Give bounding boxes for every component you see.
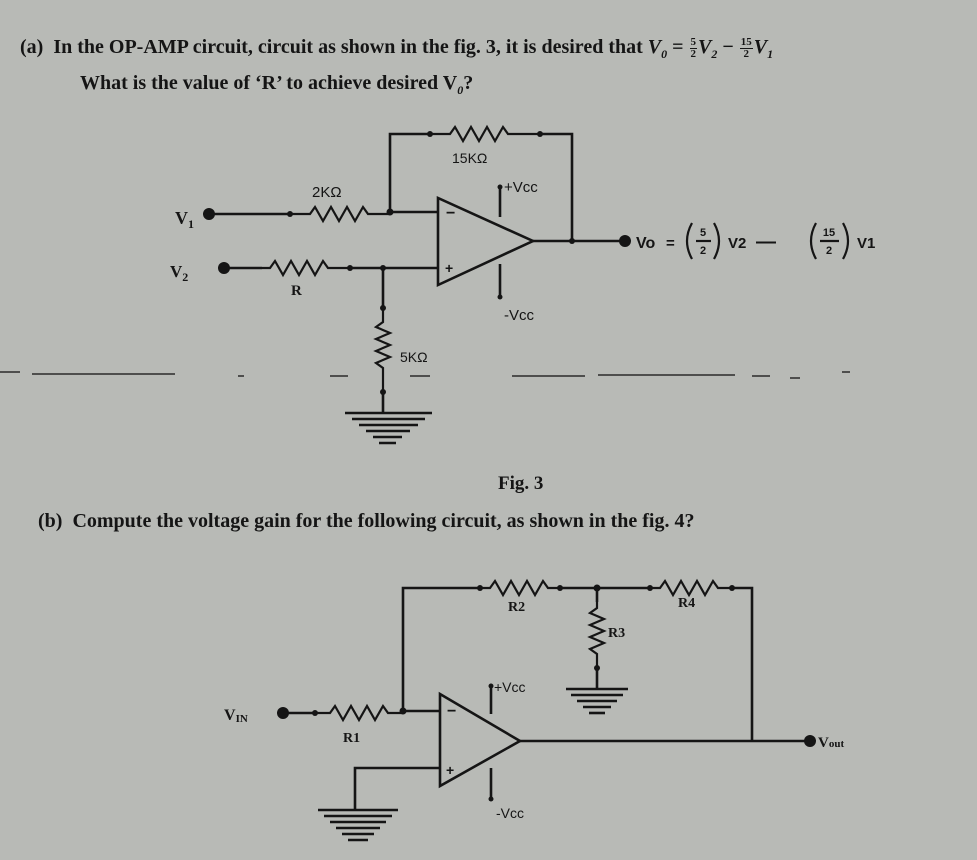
svg-text:—: — bbox=[756, 231, 776, 253]
fig3-resistor-15k bbox=[430, 124, 540, 144]
question-a-line2: What is the value of ‘R’ to achieve desi… bbox=[80, 72, 474, 97]
fig3-opamp bbox=[436, 195, 537, 288]
eq-v0: V bbox=[647, 36, 662, 58]
svg-text:5: 5 bbox=[700, 227, 706, 239]
fig4-vout-label: V bbox=[818, 735, 829, 751]
fig4-label-r1: R1 bbox=[343, 731, 360, 746]
fig3-label-2k: 2KΩ bbox=[312, 184, 342, 201]
fig3-feedback-left bbox=[388, 132, 430, 212]
svg-text:Vout: Vout bbox=[818, 735, 844, 751]
eq-v2: V bbox=[698, 36, 712, 58]
fig4-plus-sign: + bbox=[446, 762, 454, 778]
fig3-plus-sign: + bbox=[445, 260, 453, 276]
fig3-label-vcc-pos: +Vcc bbox=[504, 179, 538, 196]
fig3-minus-sign: − bbox=[446, 205, 455, 222]
fig4-ground-icon-plus bbox=[318, 808, 398, 842]
fig4-opamp bbox=[438, 691, 523, 789]
fig3-caption: Fig. 3 bbox=[498, 473, 543, 494]
fig3-label-vcc-neg: -Vcc bbox=[504, 307, 535, 324]
svg-text:V1: V1 bbox=[857, 235, 875, 252]
fig3-output-terminal bbox=[619, 235, 631, 247]
fig4-vin-label: V bbox=[224, 707, 236, 724]
fig3-output-equation: Vo = 5 2 V2 — 15 2 V1 bbox=[636, 222, 875, 260]
question-a-text: In the OP-AMP circuit, circuit as shown … bbox=[53, 36, 643, 58]
fig3-feedback-right bbox=[540, 132, 574, 241]
question-b-text: Compute the voltage gain for the followi… bbox=[72, 510, 695, 532]
question-a-label: (a) bbox=[20, 36, 44, 58]
svg-text:15: 15 bbox=[823, 227, 835, 239]
svg-text:V1: V1 bbox=[175, 208, 194, 231]
fig4-output-terminal bbox=[804, 735, 816, 747]
fig3-ground-icon bbox=[345, 411, 432, 445]
eq-v0-sub: 0 bbox=[661, 47, 668, 61]
fig4-resistor-r1 bbox=[315, 703, 403, 723]
svg-text:2: 2 bbox=[700, 245, 706, 257]
eq-v1: V bbox=[753, 36, 768, 58]
fig4-label-r2: R2 bbox=[508, 600, 525, 615]
question-a-line2-text: What is the value of ‘R’ to achieve desi… bbox=[80, 72, 458, 94]
fig3-circuit: − + V1 V2 2KΩ R 15KΩ 5KΩ +Vcc -Vcc Vo = … bbox=[0, 124, 875, 494]
fig3-resistor-2k bbox=[290, 204, 390, 224]
fig4-ground-icon-r3 bbox=[566, 687, 628, 715]
fig3-label-15k: 15KΩ bbox=[452, 150, 487, 166]
fig4-resistor-r4 bbox=[650, 578, 732, 598]
question-a-line1: (a) In the OP-AMP circuit, circuit as sh… bbox=[20, 35, 774, 61]
svg-text:VIN: VIN bbox=[224, 707, 248, 725]
svg-text:2: 2 bbox=[826, 245, 832, 257]
eq-minus: − bbox=[722, 36, 734, 58]
fig4-label-r3: R3 bbox=[608, 626, 625, 641]
fig4-circuit: − + VIN R1 R2 R3 R4 +Vcc -Vcc Vout bbox=[224, 578, 844, 842]
fig3-label-r: R bbox=[291, 283, 302, 299]
fig4-label-r4: R4 bbox=[678, 596, 695, 611]
fig4-minus-sign: − bbox=[447, 703, 456, 720]
svg-text:=: = bbox=[666, 235, 675, 252]
question-b: (b) Compute the voltage gain for the fol… bbox=[38, 510, 694, 533]
fig3-label-5k: 5KΩ bbox=[400, 349, 428, 365]
fig4-resistor-r3 bbox=[587, 602, 607, 668]
fig3-v1-label: V bbox=[175, 208, 188, 228]
fig3-v2-label: V bbox=[170, 262, 183, 281]
fig3-vo-label: Vo bbox=[636, 235, 655, 252]
fig4-resistor-r2 bbox=[480, 578, 560, 598]
fig4-label-vcc-pos: +Vcc bbox=[494, 679, 526, 695]
svg-text:V2: V2 bbox=[728, 235, 746, 252]
eq-equals: = bbox=[672, 36, 684, 58]
fig4-label-vcc-neg: -Vcc bbox=[496, 805, 524, 821]
svg-text:V2: V2 bbox=[170, 262, 188, 284]
fig3-resistor-5k bbox=[373, 308, 393, 392]
question-b-label: (b) bbox=[38, 510, 63, 532]
separator-line bbox=[0, 371, 850, 379]
fig3-resistor-r bbox=[262, 258, 350, 278]
